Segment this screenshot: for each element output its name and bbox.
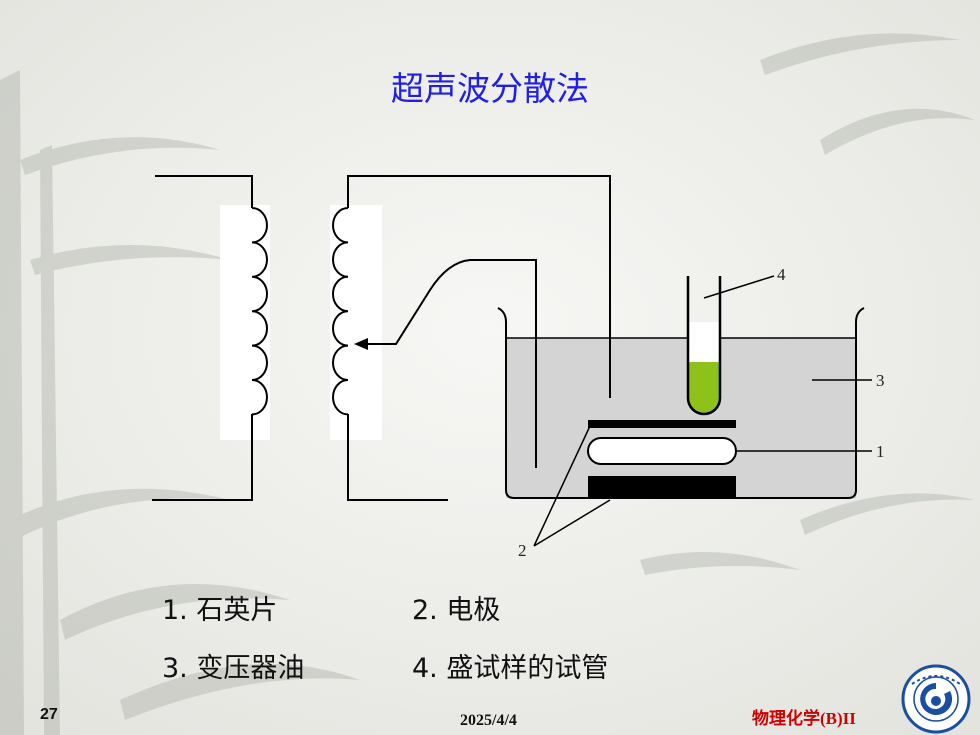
page-number: 27	[40, 706, 58, 723]
test-tube	[686, 276, 722, 416]
slide-title: 超声波分散法	[391, 69, 589, 108]
primary-coil-backing	[220, 205, 270, 440]
legend-item-4: 4. 盛试样的试管	[412, 646, 608, 685]
slide-date: 2025/4/4	[460, 712, 517, 729]
test-tube-glass	[688, 322, 720, 368]
leader-lines	[533, 275, 872, 547]
label-2: 2	[518, 541, 527, 560]
secondary-coil-backing	[330, 205, 382, 440]
university-seal-logo	[901, 664, 971, 734]
transformer-primary	[152, 175, 268, 501]
legend-num: 2.	[412, 595, 438, 626]
lower-electrode	[588, 476, 736, 498]
oil-bath	[506, 338, 856, 498]
sample-liquid	[688, 362, 720, 414]
legend-num: 1.	[162, 595, 188, 626]
legend-item-2: 2. 电极	[412, 588, 500, 627]
secondary-coil	[332, 207, 349, 416]
label-4: 4	[777, 265, 786, 284]
label-1: 1	[876, 442, 885, 461]
legend-text: 变压器油	[196, 653, 305, 684]
course-name: 物理化学(B)II	[752, 709, 856, 728]
label-3: 3	[876, 371, 885, 390]
legend-num: 3.	[162, 653, 188, 684]
primary-coil	[251, 207, 268, 416]
tap-arrow-icon	[354, 338, 368, 350]
transformer-secondary	[332, 175, 611, 501]
upper-electrode	[588, 420, 736, 428]
legend-item-3: 3. 变压器油	[162, 646, 304, 685]
legend-text: 石英片	[196, 595, 278, 626]
legend-num: 4.	[412, 653, 438, 684]
quartz-plate	[587, 437, 737, 465]
legend-text: 电极	[446, 595, 501, 626]
legend-text: 盛试样的试管	[446, 653, 609, 684]
variable-tap-wire	[362, 259, 537, 468]
legend-item-1: 1. 石英片	[162, 588, 277, 627]
